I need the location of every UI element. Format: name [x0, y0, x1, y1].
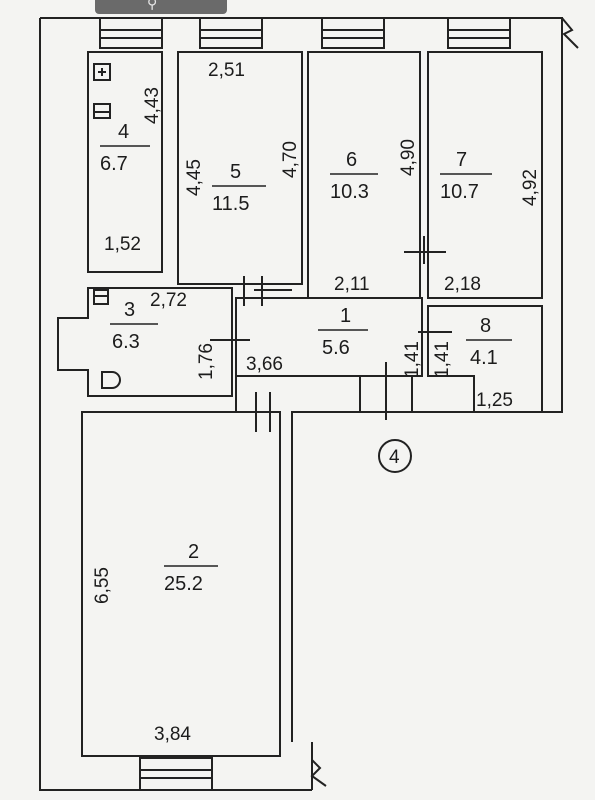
dim-r5-width: 2,51 — [208, 60, 245, 81]
room-4-number: 4 — [118, 121, 129, 143]
room-2-area: 25.2 — [164, 573, 203, 595]
toilet-icon — [101, 371, 121, 389]
room-3-number: 3 — [124, 299, 135, 321]
dim-r6-width: 2,11 — [334, 274, 370, 295]
room-8-number: 8 — [480, 315, 491, 337]
section-marker — [378, 439, 412, 473]
room-2 — [81, 411, 281, 757]
room-1-area: 5.6 — [322, 337, 350, 359]
outer-wall — [39, 17, 563, 791]
room-5 — [177, 51, 303, 285]
room-3-area: 6.3 — [112, 331, 140, 353]
room-2-number: 2 — [188, 541, 199, 563]
dim-r2-height: 6,55 — [92, 567, 113, 604]
room-7 — [427, 51, 543, 299]
room-7-area: 10.7 — [440, 181, 479, 203]
room-8-area: 4.1 — [470, 347, 498, 369]
window-top-1 — [99, 17, 163, 49]
dim-r7-width: 2,18 — [444, 274, 481, 295]
zoom-icon[interactable]: ⚲ — [147, 0, 158, 12]
dim-r5-right: 4,70 — [280, 141, 301, 178]
room-4 — [87, 51, 163, 273]
dim-r1-height: 1,41 — [402, 341, 423, 378]
dim-r4-height: 4,43 — [142, 87, 163, 124]
room-7-number: 7 — [456, 149, 467, 171]
window-bottom — [139, 757, 213, 791]
room-1-number: 1 — [340, 305, 351, 327]
room-4-area: 6.7 — [100, 153, 128, 175]
window-top-2 — [199, 17, 263, 49]
section-marker-label: 4 — [389, 447, 400, 468]
room-5-number: 5 — [230, 161, 241, 183]
viewer-toolbar: ⚲ — [95, 0, 227, 14]
dim-r7-height: 4,92 — [520, 169, 541, 206]
dim-r6-height: 4,90 — [398, 139, 419, 176]
room-6-number: 6 — [346, 149, 357, 171]
dim-r3-height: 1,76 — [196, 343, 217, 380]
dim-r3-width: 2,72 — [150, 290, 187, 311]
stove-icon — [93, 63, 111, 81]
room-6-area: 10.3 — [330, 181, 369, 203]
room-3 — [57, 287, 233, 397]
dim-r8-width: 1,25 — [476, 390, 513, 411]
wall-break-top — [561, 17, 579, 49]
dim-r1-width: 3,66 — [246, 354, 283, 375]
dim-r4-width: 1,52 — [104, 234, 141, 255]
room-5-area: 11.5 — [212, 193, 249, 215]
dim-r5-left: 4,45 — [184, 159, 205, 196]
room-1 — [235, 297, 423, 377]
room-8 — [427, 305, 543, 413]
wall-break-bottom — [310, 742, 327, 790]
dim-r8-height: 1,41 — [432, 341, 453, 378]
dim-r2-width: 3,84 — [154, 724, 191, 745]
window-top-3 — [321, 17, 385, 49]
window-top-4 — [447, 17, 511, 49]
